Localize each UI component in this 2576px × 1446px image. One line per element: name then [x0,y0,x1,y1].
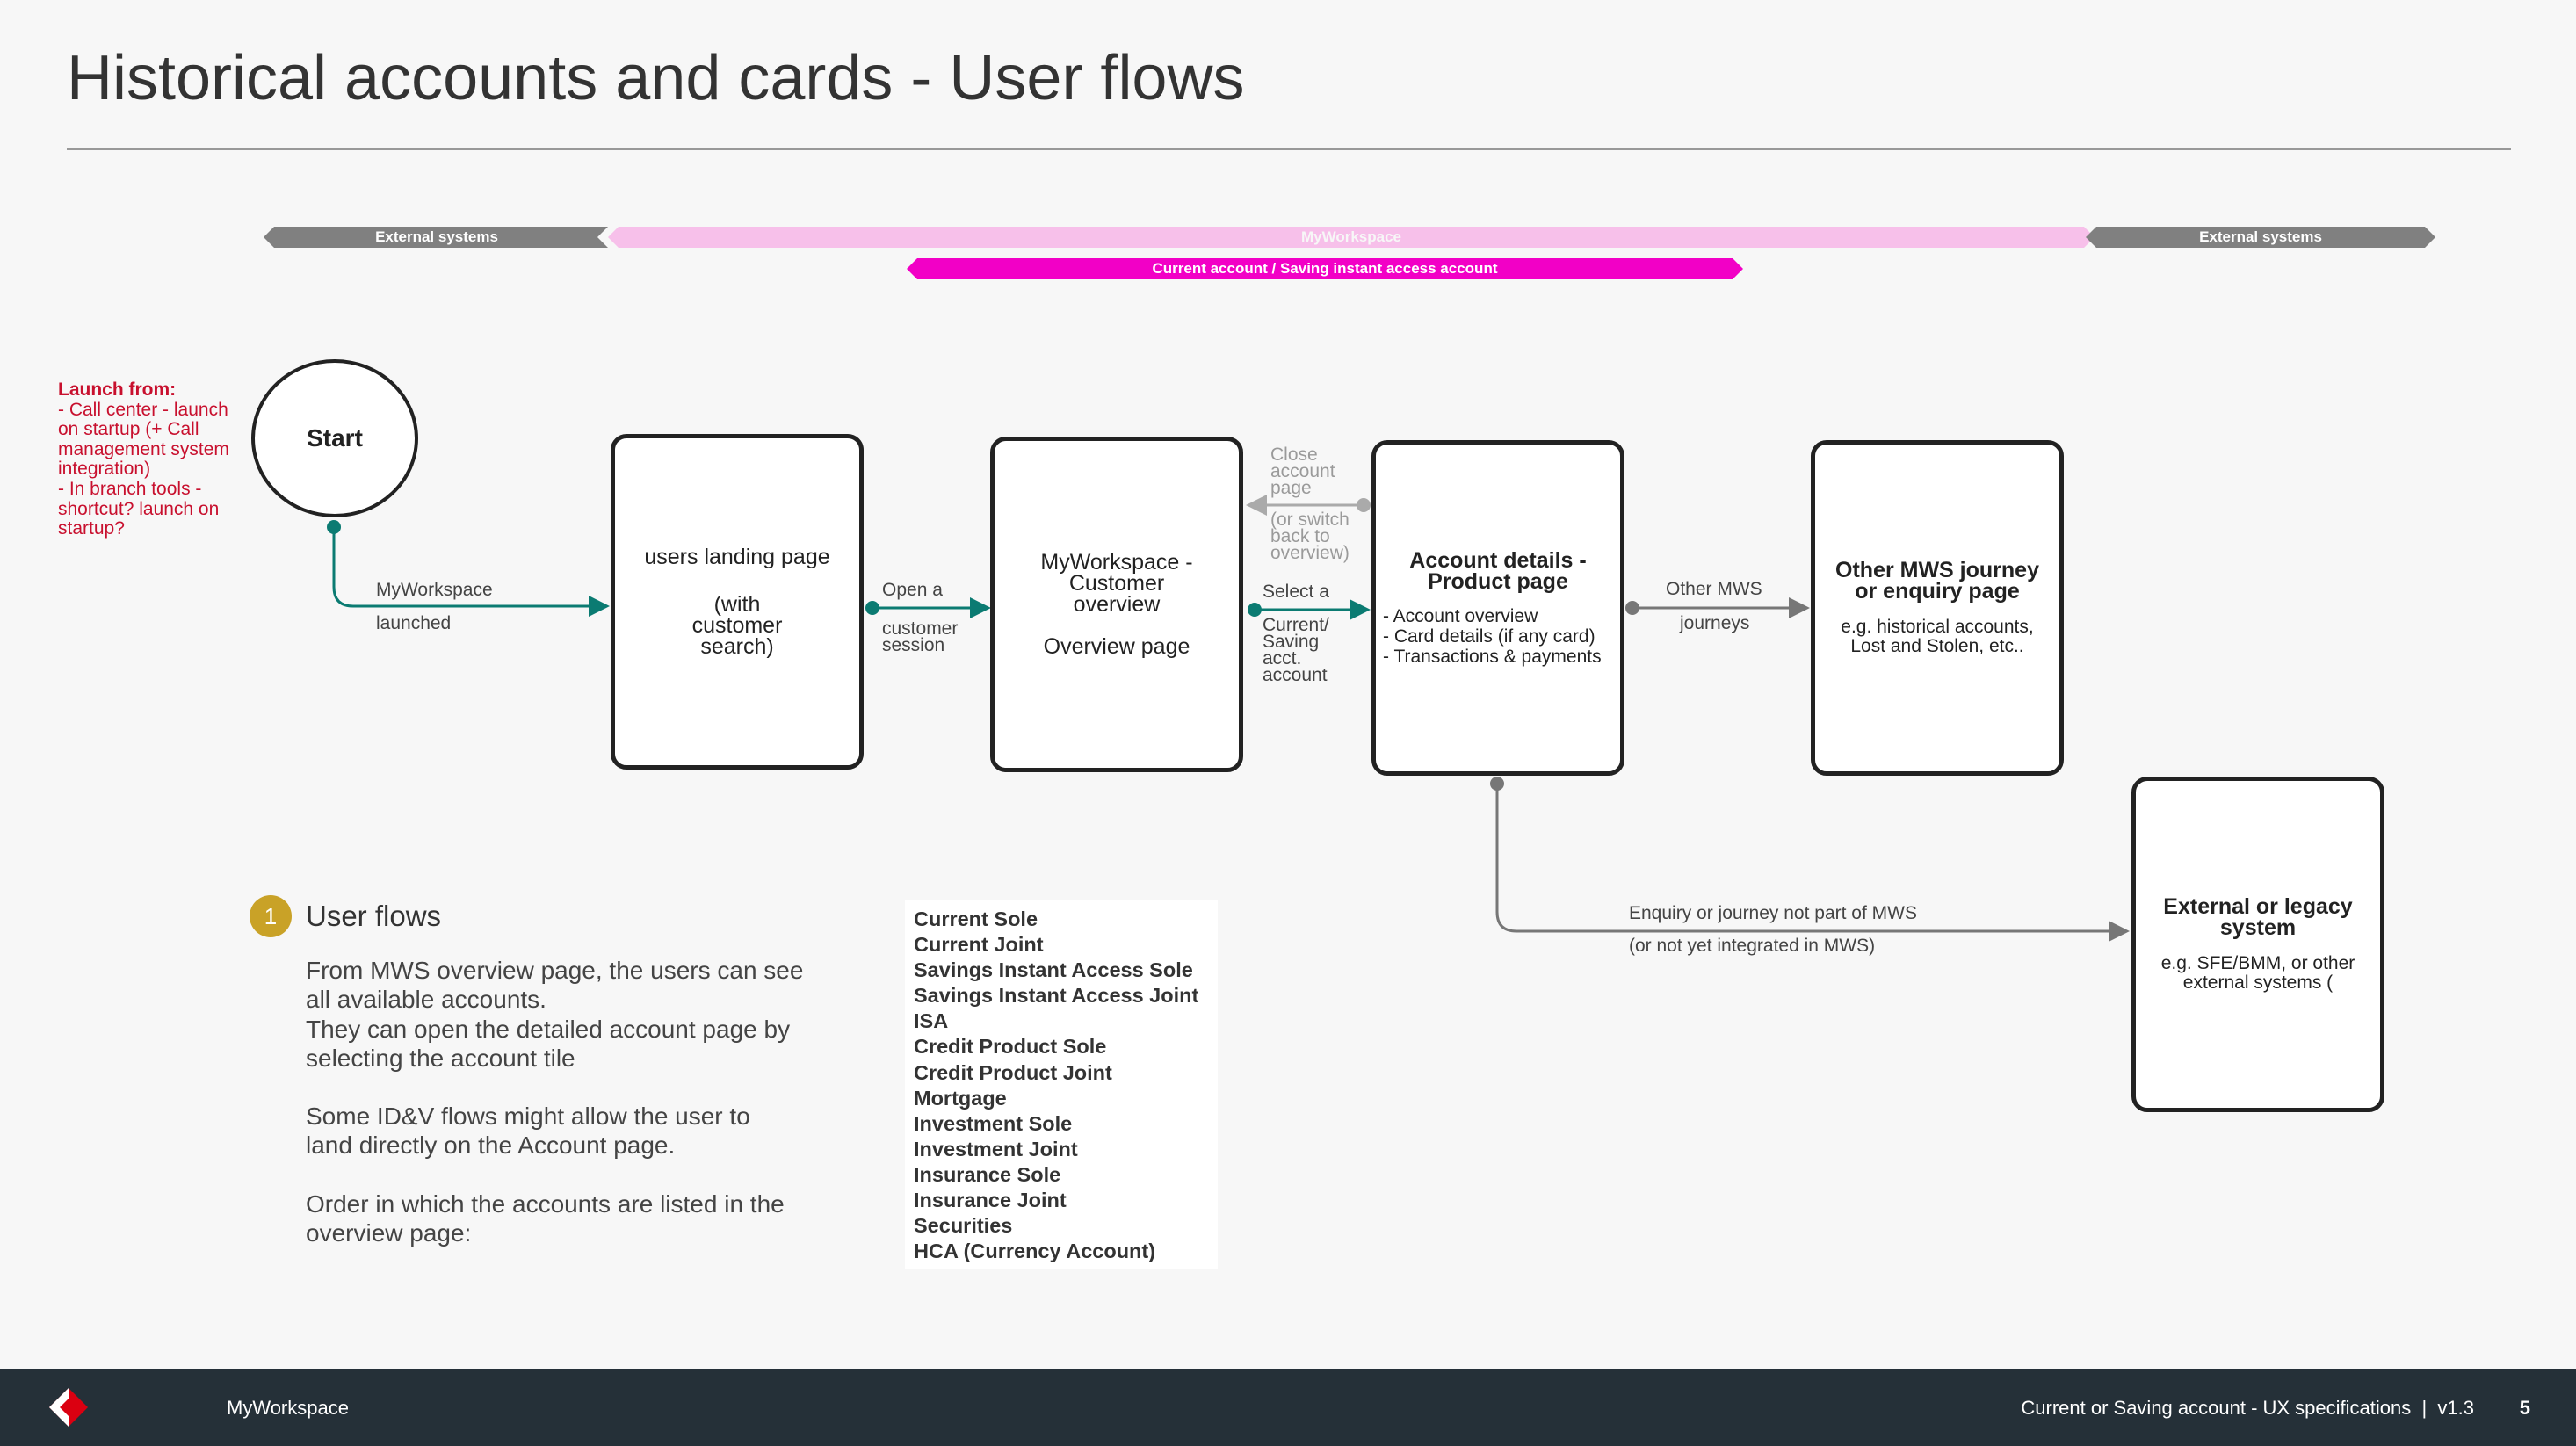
node-overview-sub: Overview page [1043,634,1190,659]
edge-label-other-top: Other MWS [1666,579,1762,599]
section-number-badge: 1 [250,895,292,937]
list-item: Savings Instant Access Joint [914,984,1199,1008]
band-label-external-left: External systems [375,228,498,245]
node-customer-overview: MyWorkspace - Customer overview Overview… [990,437,1243,772]
edge-label-other-bottom: journeys [1680,613,1750,633]
list-item: Savings Instant Access Sole [914,958,1193,982]
list-item: Credit Product Joint [914,1060,1112,1084]
list-item: Investment Joint [914,1137,1078,1160]
edge-label-open-bottom: customer session [882,618,959,655]
node-external-sub: e.g. SFE/BMM, or other external systems … [2160,953,2355,993]
list-item: Credit Product Sole [914,1035,1107,1059]
list-item: HCA (Currency Account) [914,1240,1156,1263]
edge-label-external-bottom: (or not yet integrated in MWS) [1629,936,1876,956]
page-number: 5 [2519,1397,2530,1419]
edge-label-launched-top: MyWorkspace [376,580,493,600]
node-external-title: External or legacy system [2163,894,2353,940]
edge-label-select-bottom: Current/ Saving acct. account [1263,615,1329,685]
band-external-right [2086,227,2435,248]
edge-label-back-top: Close account page [1270,445,1335,498]
edge-label-external-top: Enquiry or journey not part of MWS [1629,903,1917,923]
launch-note-title: Launch from: [58,380,177,400]
node-account-item: - Transactions & payments [1383,646,1602,667]
band-current-account [907,258,1743,279]
node-account-details: Account details - Product page - Account… [1371,440,1624,776]
list-item: Insurance Joint [914,1189,1067,1212]
section-paragraph-3: Order in which the accounts are listed i… [306,1190,785,1247]
list-item: Current Joint [914,933,1044,957]
node-landing-title: users landing page [644,545,830,569]
band-myworkspace [608,227,2095,248]
edge-label-back-bottom: (or switch back to overview) [1270,510,1350,563]
node-landing-sub: (with customer search) [691,592,783,659]
list-item: Mortgage [914,1086,1007,1110]
node-other-mws-journey: Other MWS journey or enquiry page e.g. h… [1811,440,2064,776]
footer-bar [0,1369,2576,1446]
list-item: Insurance Sole [914,1162,1061,1186]
flow-arrow-account-to-external [1495,784,2130,942]
node-external-system: External or legacy system e.g. SFE/BMM, … [2131,777,2384,1112]
start-node: Start [251,359,418,517]
footer-doc-title: Current or Saving account - UX specifica… [2021,1397,2474,1419]
list-item: Securities [914,1214,1013,1238]
band-external-left [264,227,608,248]
edge-label-launched-bottom: launched [376,613,452,633]
list-item: ISA [914,1009,949,1033]
node-account-item: - Account overview [1383,605,1538,626]
footer-app-name: MyWorkspace [227,1397,349,1419]
band-label-myworkspace: MyWorkspace [1300,228,1401,245]
page-title: Historical accounts and cards - User flo… [67,43,1245,113]
node-overview-title: MyWorkspace - Customer overview [1040,550,1193,617]
band-label-current-account: Current account / Saving instant access … [1152,260,1498,277]
edge-label-select-top: Select a [1263,582,1329,602]
node-other-sub: e.g. historical accounts, Lost and Stole… [1841,617,2034,656]
section-paragraph-2: Some ID&V flows might allow the user to … [306,1103,750,1160]
section-heading: User flows [306,900,442,932]
account-order-list: Current Sole Current Joint Savings Insta… [905,900,1218,1269]
title-divider [67,148,2511,150]
node-landing-page: users landing page (with customer search… [611,434,864,770]
list-item: Current Sole [914,907,1038,930]
node-account-title: Account details - Product page [1409,547,1587,594]
launch-note: Launch from: - Call center - launch on s… [58,380,251,539]
node-other-title: Other MWS journey or enquiry page [1835,558,2039,604]
edge-label-open-top: Open a [882,580,943,600]
flow-arrow-start-to-landing [332,527,610,617]
list-item: Investment Sole [914,1111,1073,1135]
node-account-item: - Card details (if any card) [1383,625,1596,647]
node-account-items: - Account overview - Card details (if an… [1376,606,1602,667]
section-paragraph-1: From MWS overview page, the users can se… [306,957,804,1073]
brand-logo-icon [49,1388,88,1427]
launch-note-text: - Call center - launch on startup (+ Cal… [58,399,229,539]
band-label-external-right: External systems [2199,228,2322,245]
